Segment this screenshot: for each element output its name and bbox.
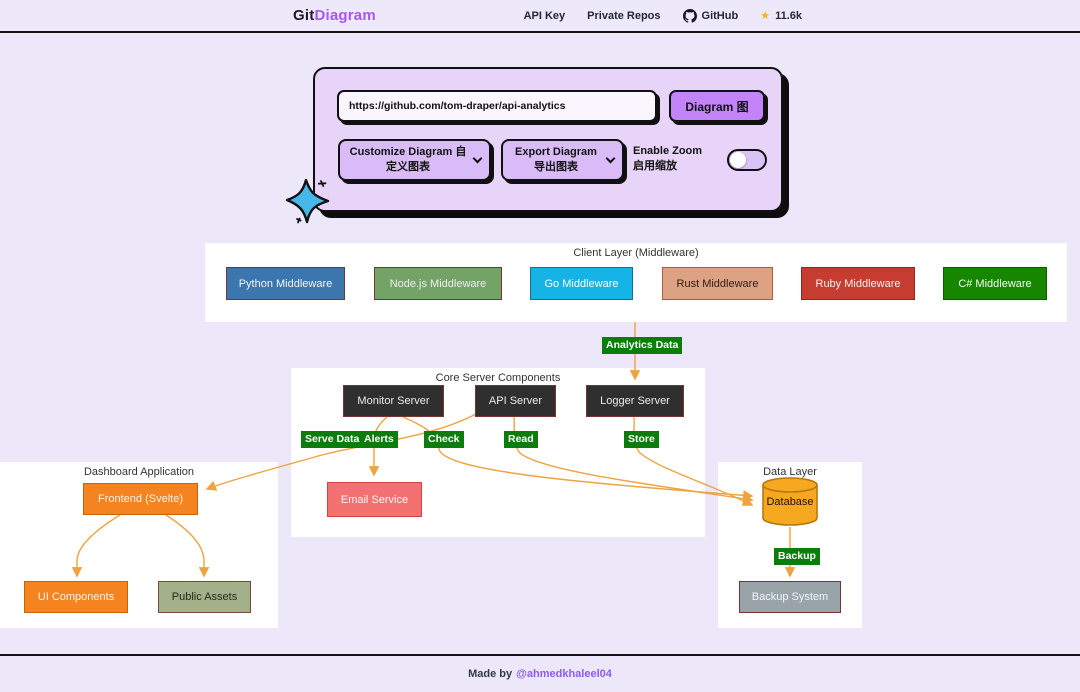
repo-url-input[interactable] bbox=[337, 90, 657, 122]
star-icon: ★ bbox=[760, 10, 771, 22]
nav-star-count[interactable]: ★ 11.6k bbox=[760, 9, 802, 23]
node-database[interactable]: Database bbox=[760, 476, 820, 527]
chevron-down-icon bbox=[605, 153, 616, 164]
toggle-knob bbox=[730, 152, 746, 168]
cluster-title: Data Layer bbox=[763, 466, 817, 478]
edge-label-serve-data: Serve Data bbox=[301, 431, 364, 448]
database-cylinder-icon bbox=[762, 477, 818, 526]
nav-github-label: GitHub bbox=[701, 9, 739, 22]
logo-prefix: Git bbox=[293, 7, 315, 24]
node-rust-middleware[interactable]: Rust Middleware bbox=[662, 267, 773, 300]
nav-api-key[interactable]: API Key bbox=[523, 9, 566, 22]
customize-diagram-dropdown[interactable]: Customize Diagram 自定义图表 bbox=[338, 139, 491, 181]
chevron-down-icon bbox=[472, 153, 483, 164]
sparkle-star-icon bbox=[285, 178, 330, 224]
cluster-title: Dashboard Application bbox=[83, 466, 195, 478]
edge-label-check: Check bbox=[424, 431, 464, 448]
diagram-button[interactable]: Diagram 图 bbox=[669, 90, 765, 122]
edge-label-analytics-data: Analytics Data bbox=[602, 337, 683, 354]
node-ruby-middleware[interactable]: Ruby Middleware bbox=[801, 267, 915, 300]
footer-author-link[interactable]: @ahmedkhaleel04 bbox=[516, 668, 612, 680]
node-frontend-svelte[interactable]: Frontend (Svelte) bbox=[83, 483, 198, 515]
enable-zoom-label: Enable Zoom 启用缩放 bbox=[633, 145, 703, 172]
node-monitor-server[interactable]: Monitor Server bbox=[343, 385, 444, 417]
edge-label-store: Store bbox=[624, 431, 659, 448]
cluster-client-layer: Client Layer (Middleware) bbox=[205, 243, 1067, 322]
edge-label-read: Read bbox=[504, 431, 538, 448]
node-public-assets[interactable]: Public Assets bbox=[158, 581, 251, 613]
node-backup-system[interactable]: Backup System bbox=[739, 581, 841, 613]
node-api-server[interactable]: API Server bbox=[475, 385, 556, 417]
github-icon bbox=[682, 8, 697, 23]
database-label: Database bbox=[766, 496, 814, 508]
logo-suffix: Diagram bbox=[314, 7, 376, 24]
header: GitDiagram API Key Private Repos GitHub … bbox=[0, 0, 1080, 33]
cluster-title: Core Server Components bbox=[435, 372, 561, 384]
export-diagram-label: Export Diagram 导出图表 bbox=[515, 146, 597, 173]
node-email-service[interactable]: Email Service bbox=[327, 482, 422, 517]
node-nodejs-middleware[interactable]: Node.js Middleware bbox=[374, 267, 502, 300]
node-logger-server[interactable]: Logger Server bbox=[586, 385, 684, 417]
node-go-middleware[interactable]: Go Middleware bbox=[530, 267, 633, 300]
enable-zoom-toggle[interactable] bbox=[727, 149, 767, 171]
footer-made-by: Made by bbox=[468, 668, 513, 680]
customize-diagram-label: Customize Diagram 自定义图表 bbox=[349, 146, 467, 173]
node-ui-components[interactable]: UI Components bbox=[24, 581, 128, 613]
node-python-middleware[interactable]: Python Middleware bbox=[226, 267, 345, 300]
generator-card: Diagram 图 Customize Diagram 自定义图表 Export… bbox=[313, 67, 783, 212]
node-csharp-middleware[interactable]: C# Middleware bbox=[943, 267, 1047, 300]
nav-private-repos[interactable]: Private Repos bbox=[587, 9, 661, 22]
star-count-label: 11.6k bbox=[775, 9, 802, 22]
logo[interactable]: GitDiagram bbox=[293, 7, 376, 24]
footer: Made by @ahmedkhaleel04 bbox=[0, 654, 1080, 692]
edge-label-backup: Backup bbox=[774, 548, 820, 565]
export-diagram-dropdown[interactable]: Export Diagram 导出图表 bbox=[501, 139, 624, 181]
nav-github-link[interactable]: GitHub bbox=[682, 8, 739, 23]
cluster-title: Client Layer (Middleware) bbox=[573, 247, 699, 259]
header-nav: API Key Private Repos GitHub ★ 11.6k bbox=[524, 0, 802, 31]
edge-label-alerts: Alerts bbox=[360, 431, 398, 448]
